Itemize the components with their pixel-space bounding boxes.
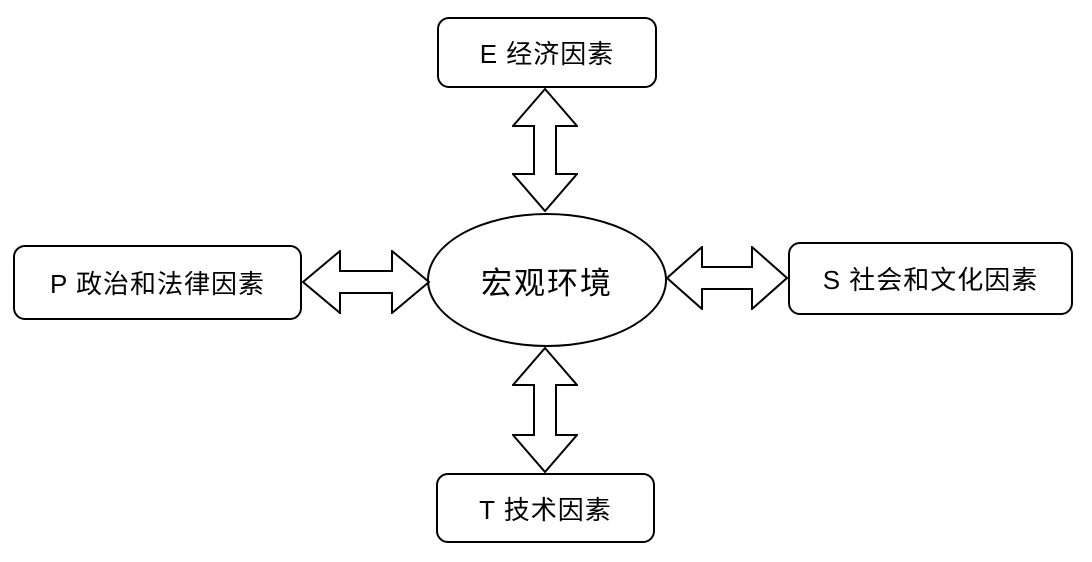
center-ellipse-label: 宏观环境 [481, 265, 613, 301]
double-arrow-left-icon [302, 250, 430, 314]
double-arrow-right-icon [666, 246, 788, 310]
node-social: S 社会和文化因素 [788, 242, 1073, 315]
center-ellipse-macro-environment: 宏观环境 [427, 213, 667, 347]
node-social-label: S 社会和文化因素 [822, 265, 1039, 295]
double-arrow-top-icon [512, 88, 578, 212]
node-economic-label: E 经济因素 [479, 39, 615, 69]
double-arrow-bottom-icon [512, 347, 578, 473]
node-economic: E 经济因素 [437, 17, 657, 88]
node-political-label: P 政治和法律因素 [49, 269, 266, 299]
node-political: P 政治和法律因素 [13, 245, 302, 320]
node-technical: T 技术因素 [436, 473, 655, 543]
node-technical-label: T 技术因素 [479, 494, 612, 525]
